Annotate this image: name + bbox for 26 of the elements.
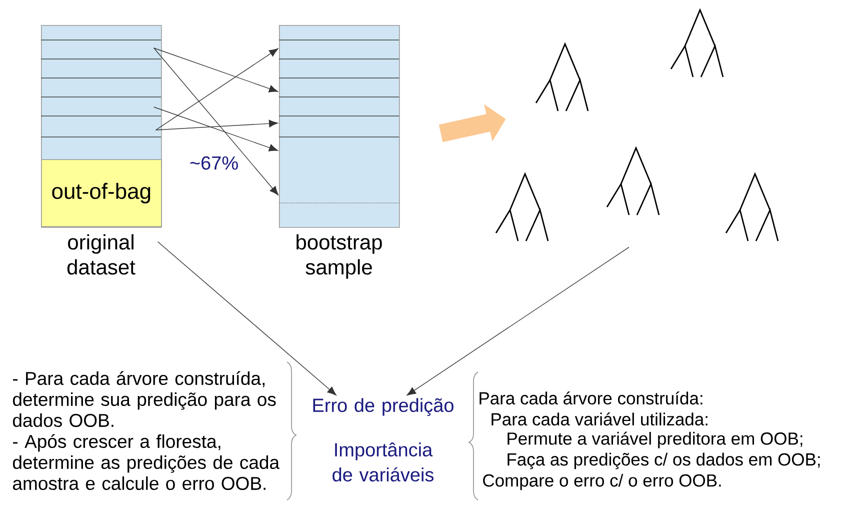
step-text: Compare o erro c/ o erro OOB. [483, 474, 721, 490]
arrow [406, 246, 630, 396]
heading-text: Importância de variáveis [332, 442, 434, 482]
arrow [157, 241, 336, 396]
node-label: bootstrap sample [296, 234, 382, 279]
arrow [153, 106, 278, 152]
note-text: - Para cada árvore construída, determine sua predição para os dados OOB. [13, 371, 276, 427]
step-text: Para cada variável utilizada: [492, 412, 708, 426]
tree-drawing [670, 8, 724, 78]
note-text: - Após crescer a floresta, determine as predições de cada amostra e calcule o erro OOB. [13, 434, 280, 490]
percentage-label: ~67% [190, 156, 238, 170]
out-of-bag-band: out-of-bag [41, 159, 162, 227]
step-text: Permute a variável preditora em OOB; [508, 432, 802, 448]
tree-drawing [495, 172, 549, 242]
arrow [155, 120, 278, 130]
arrow [153, 48, 278, 92]
tree-drawing [725, 172, 779, 242]
table-column [278, 25, 400, 228]
heading-text: Erro de predição [313, 398, 454, 416]
tree-drawing [606, 146, 660, 216]
node-label: original dataset [67, 234, 136, 275]
step-text: Para cada árvore construída: [480, 391, 702, 405]
tree-drawing [535, 42, 589, 112]
arrow [153, 48, 278, 196]
step-text: Faça as predições c/ os dados em OOB; [508, 452, 820, 470]
arrow [155, 48, 278, 130]
